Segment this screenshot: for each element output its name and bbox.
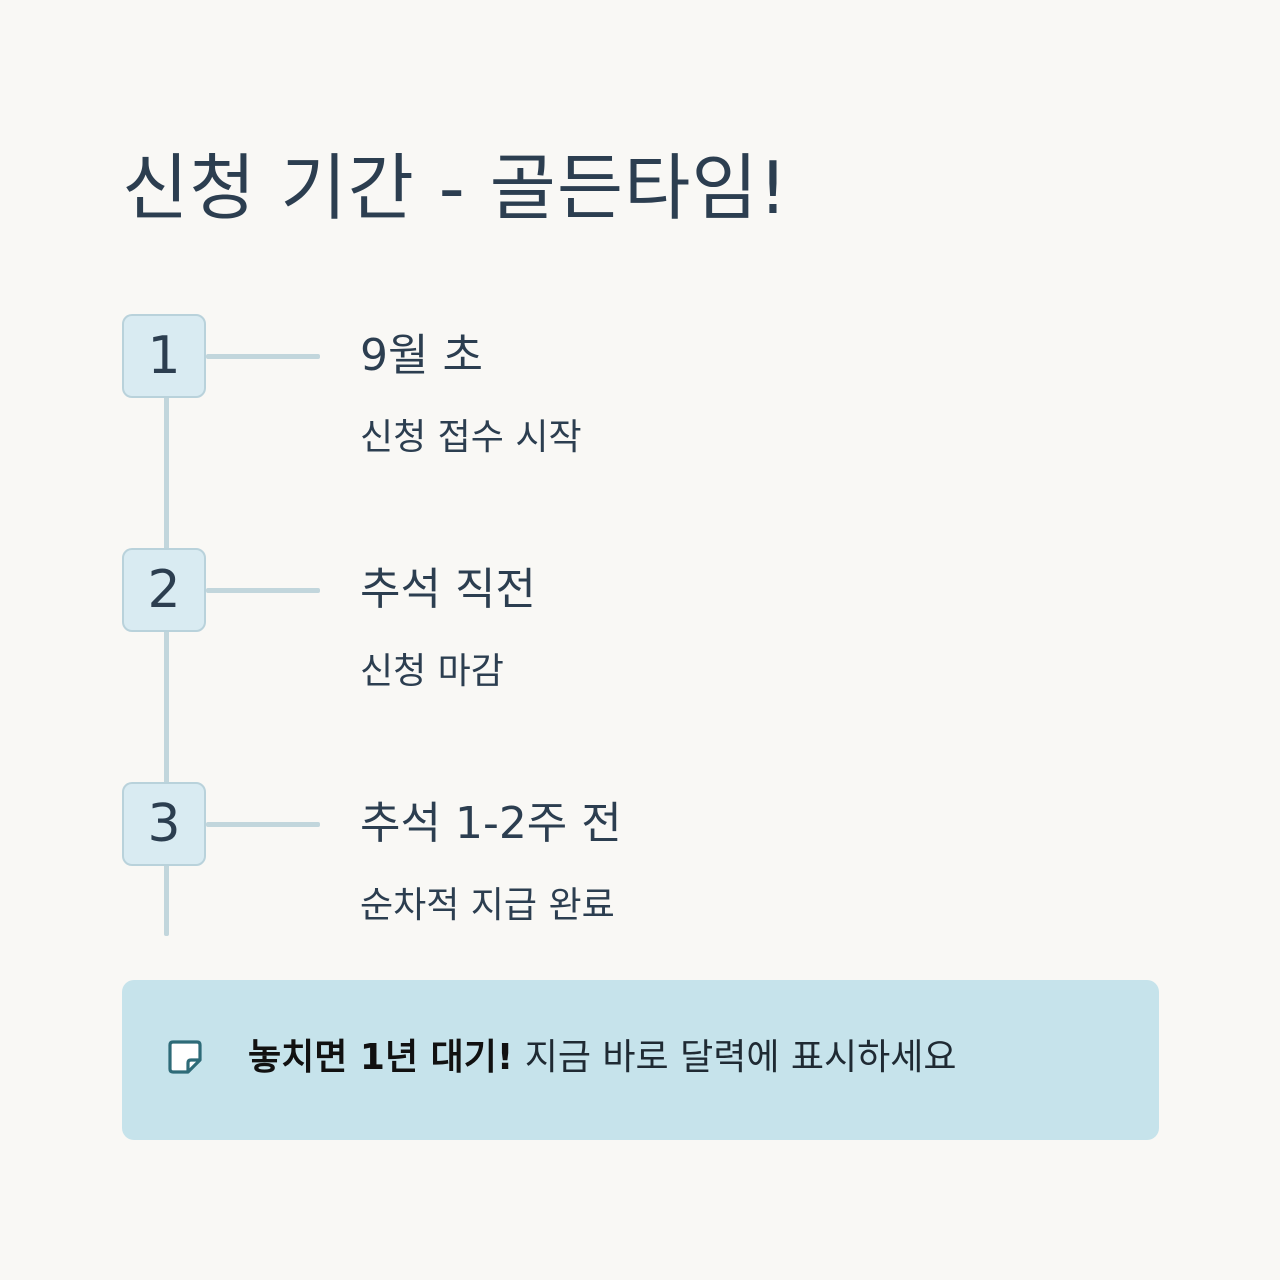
timeline-step-2: 2 추석 직전 신청 마감 [0,548,1280,748]
step-title: 추석 1-2주 전 [360,798,622,849]
timeline-step-3: 3 추석 1-2주 전 순차적 지급 완료 [0,782,1280,982]
notice-strong-text: 놓치면 1년 대기! [248,1037,514,1078]
timeline-step-1: 1 9월 초 신청 접수 시작 [0,314,1280,514]
step-description: 신청 마감 [360,651,504,692]
timeline-vertical-line [164,356,169,936]
page-title: 신청 기간 - 골든타임! [122,146,789,230]
notice-body-text: 지금 바로 달력에 표시하세요 [513,1037,957,1078]
notice-text: 놓치면 1년 대기! 지금 바로 달력에 표시하세요 [248,1032,956,1084]
notice-banner: 놓치면 1년 대기! 지금 바로 달력에 표시하세요 [122,980,1159,1140]
step-connector [206,588,320,593]
step-number-badge: 1 [122,314,206,398]
step-number-badge: 3 [122,782,206,866]
step-description: 순차적 지급 완료 [360,885,615,926]
sticky-note-icon [168,1040,202,1074]
step-title: 9월 초 [360,330,483,381]
step-connector [206,354,320,359]
step-description: 신청 접수 시작 [360,417,582,458]
step-title: 추석 직전 [360,564,536,615]
step-connector [206,822,320,827]
step-number-badge: 2 [122,548,206,632]
